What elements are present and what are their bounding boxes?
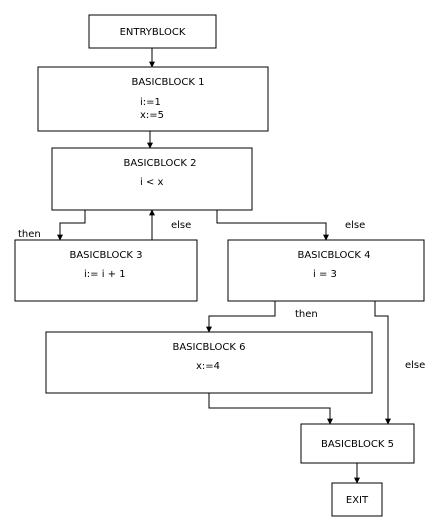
edge-bb4-to-bb5-else bbox=[374, 301, 391, 425]
node-basicblock-1-line-2: x:=5 bbox=[140, 110, 164, 121]
node-basicblock-3-line-1: i:= i + 1 bbox=[84, 269, 126, 280]
node-exit[interactable]: EXIT bbox=[331, 482, 383, 517]
node-basicblock-2-line-1: i < x bbox=[140, 177, 164, 188]
node-basicblock-2[interactable]: BASICBLOCK 2 i < x bbox=[51, 147, 253, 211]
node-basicblock-6-line-1: x:=4 bbox=[196, 361, 220, 372]
edge-bb2-to-bb4-else bbox=[216, 210, 329, 241]
edge-label-bb4-else: else bbox=[405, 360, 425, 371]
node-basicblock-3-title: BASICBLOCK 3 bbox=[69, 250, 142, 261]
edge-bb6-to-bb5 bbox=[208, 393, 333, 425]
node-entryblock-title: ENTRYBLOCK bbox=[120, 27, 186, 38]
edge-label-bb2-then: then bbox=[18, 229, 41, 240]
node-basicblock-1[interactable]: BASICBLOCK 1 i:=1 x:=5 bbox=[37, 66, 269, 132]
edge-label-bb4-then: then bbox=[295, 309, 318, 320]
edge-bb2-to-bb3-then bbox=[57, 210, 86, 241]
edge-bb4-to-bb6-then bbox=[206, 301, 276, 333]
node-basicblock-6[interactable]: BASICBLOCK 6 x:=4 bbox=[45, 331, 373, 394]
node-basicblock-4-title: BASICBLOCK 4 bbox=[297, 250, 370, 261]
node-basicblock-1-title: BASICBLOCK 1 bbox=[131, 77, 204, 88]
node-basicblock-1-line-1: i:=1 bbox=[140, 97, 161, 108]
node-basicblock-4[interactable]: BASICBLOCK 4 i = 3 bbox=[227, 239, 425, 302]
node-exit-title: EXIT bbox=[346, 495, 369, 506]
node-basicblock-2-title: BASICBLOCK 2 bbox=[123, 158, 196, 169]
node-entryblock[interactable]: ENTRYBLOCK bbox=[88, 14, 217, 49]
node-basicblock-4-line-1: i = 3 bbox=[313, 269, 337, 280]
node-basicblock-5-title: BASICBLOCK 5 bbox=[321, 439, 394, 450]
node-basicblock-5[interactable]: BASICBLOCK 5 bbox=[300, 423, 415, 464]
edge-label-bb2-else: else bbox=[345, 220, 365, 231]
edge-label-bb3-else: else bbox=[171, 220, 191, 231]
node-basicblock-3[interactable]: BASICBLOCK 3 i:= i + 1 bbox=[14, 239, 198, 302]
node-basicblock-6-title: BASICBLOCK 6 bbox=[172, 342, 245, 353]
